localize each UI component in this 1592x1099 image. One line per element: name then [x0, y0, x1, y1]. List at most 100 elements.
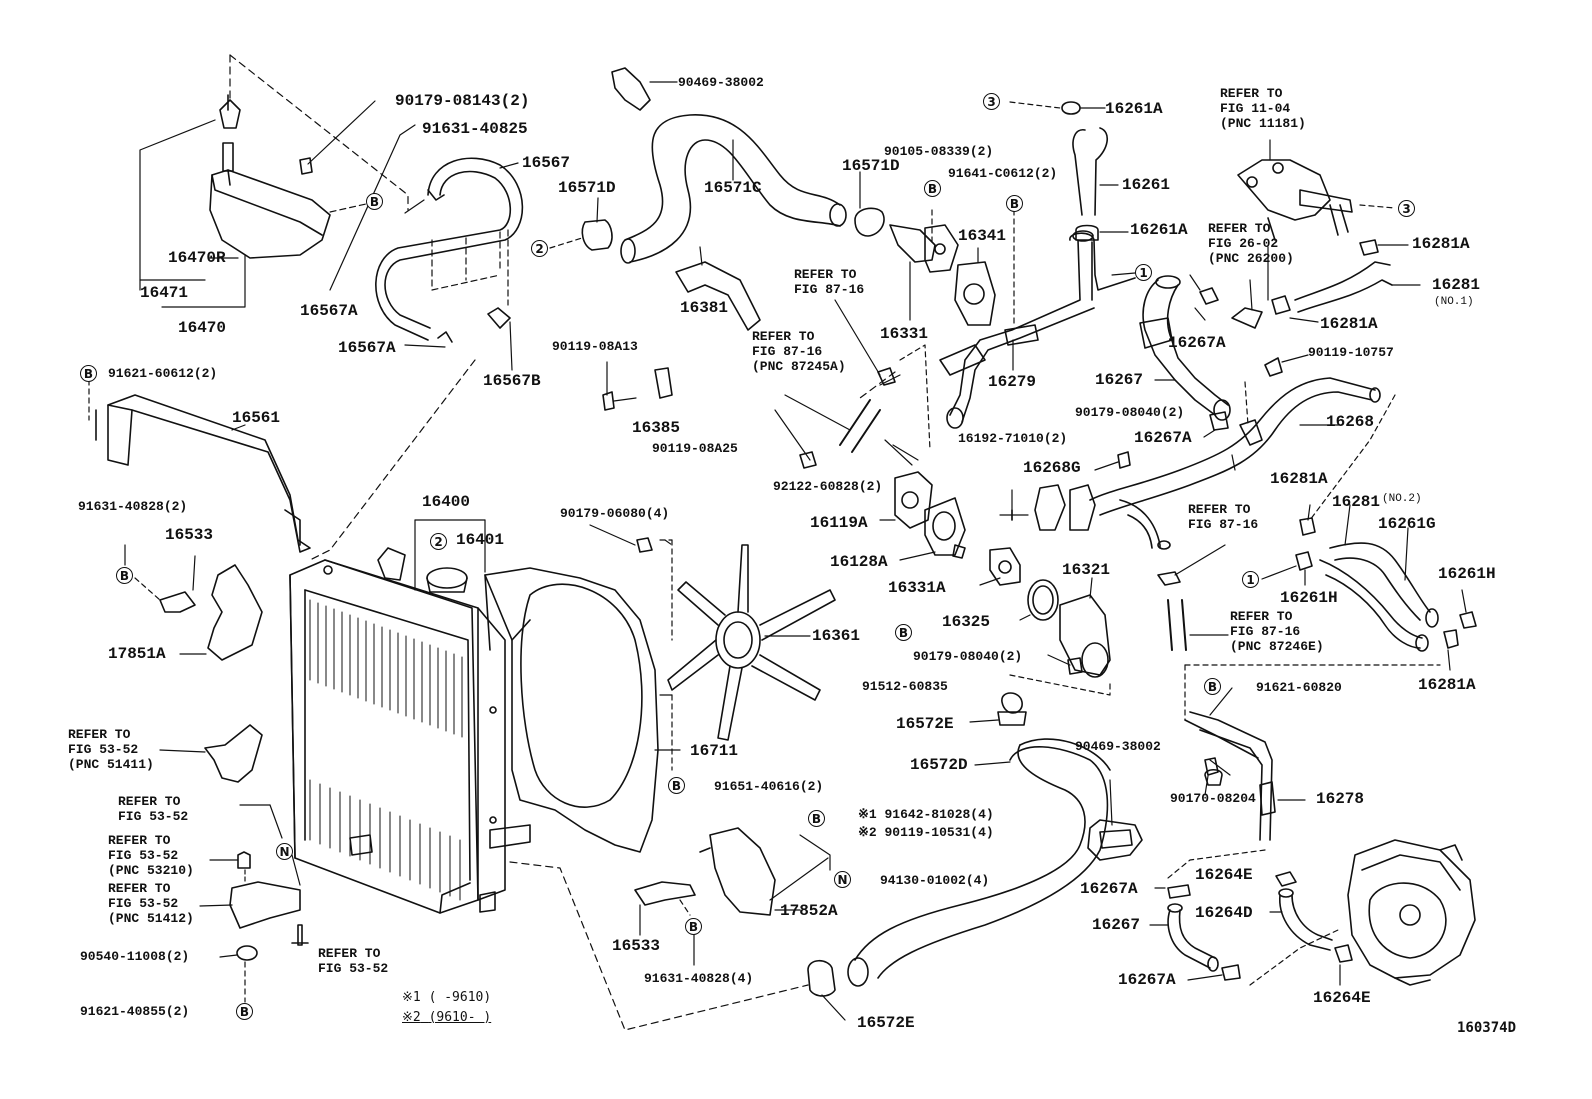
- refer-line: REFER TO: [118, 794, 181, 809]
- part-label: 16341: [958, 227, 1007, 245]
- refer-note: REFER TO FIG 87-16: [1188, 502, 1259, 533]
- dashed-outline-reservoir: [229, 54, 409, 211]
- part-label: 16281: [1432, 276, 1481, 294]
- part-label: 90179-06080(4): [560, 506, 670, 521]
- part-label: 16567A: [300, 302, 358, 320]
- part-label: 91621-40855(2): [80, 1004, 190, 1019]
- part-label: 91651-40616(2): [714, 779, 824, 794]
- part-label: 16267A: [1118, 971, 1176, 989]
- part-label: 16572E: [896, 715, 954, 733]
- part-label: 91621-60612(2): [108, 366, 218, 381]
- leader-support: [88, 379, 246, 431]
- part-label: 16711: [690, 742, 739, 760]
- part-label: 16278: [1316, 790, 1365, 808]
- refer-line: FIG 87-16: [794, 281, 865, 297]
- refer-line: FIG 87-16: [752, 343, 823, 359]
- refer-line: FIG 53-52: [68, 741, 139, 757]
- part-label: (NO.2): [1382, 493, 1422, 505]
- part-label: 16261: [1122, 176, 1171, 194]
- hose-16261-part: [1009, 101, 1129, 241]
- part-label: 16261H: [1438, 565, 1496, 583]
- part-label: 16268: [1326, 413, 1375, 431]
- lower-right-hoses: [1149, 839, 1476, 986]
- thermostat-housing-part: [879, 374, 1111, 696]
- refer-line: (PNC 53210): [108, 862, 194, 878]
- pipe-16278-part: [1167, 664, 1441, 879]
- refer-note: REFER TO FIG 53-52 (PNC 51411): [68, 727, 154, 773]
- part-label: 91631-40828(4): [644, 971, 754, 986]
- radiator-part: [289, 519, 506, 914]
- callout-mark-3: 3: [1398, 200, 1415, 217]
- part-label: 16281A: [1320, 315, 1378, 333]
- part-label: 16279: [988, 373, 1037, 391]
- part-label: ※2 90119-10531(4): [858, 825, 994, 840]
- part-label: 16261A: [1130, 221, 1188, 239]
- part-label: 17852A: [780, 902, 838, 920]
- part-label: 16264E: [1195, 866, 1253, 884]
- part-label: 16567A: [338, 339, 396, 357]
- refer-line: (PNC 87245A): [752, 358, 846, 374]
- refer-line: REFER TO: [1208, 221, 1271, 236]
- part-label: 91631-40828(2): [78, 499, 188, 514]
- part-label: 16361: [812, 627, 861, 645]
- part-label: 16281: [1332, 493, 1381, 511]
- callout-mark-n: N: [276, 843, 293, 860]
- callout-mark-b: B: [80, 365, 97, 382]
- part-label: 16267A: [1080, 880, 1138, 898]
- part-label: 16401: [456, 531, 505, 549]
- refer-line: FIG 87-16: [1188, 516, 1259, 532]
- part-label: 16470R: [168, 249, 226, 267]
- legend-row: ※1 ( -9610): [402, 988, 491, 1008]
- part-label: 16128A: [830, 553, 888, 571]
- bracket-16381-part: [602, 246, 931, 469]
- refer-line: (PNC 51412): [108, 910, 194, 926]
- refer-line: (PNC 26200): [1208, 250, 1294, 266]
- part-label: 91621-60820: [1256, 680, 1342, 695]
- refer-line: (PNC 51411): [68, 756, 154, 772]
- refer-note: REFER TO FIG 53-52 (PNC 51412): [108, 881, 194, 927]
- refer-note: REFER TO FIG 87-16: [794, 267, 865, 298]
- part-label: 16261H: [1280, 589, 1338, 607]
- pipe-16268-part: [1034, 354, 1396, 550]
- part-label: 16561: [232, 409, 281, 427]
- part-label: 16264E: [1313, 989, 1371, 1007]
- part-label: 16192-71010(2): [958, 431, 1068, 446]
- callout-mark-b: B: [808, 810, 825, 827]
- water-outlet-part: [889, 209, 996, 326]
- bracket-17851a-part: [124, 544, 263, 661]
- part-label: 16267: [1095, 371, 1144, 389]
- part-label: 90119-08A25: [652, 441, 738, 456]
- part-label: 90119-10757: [1308, 345, 1394, 360]
- refer-line: REFER TO: [1188, 502, 1251, 517]
- hose-16267-part: [1139, 274, 1263, 438]
- callout-mark-b: B: [895, 624, 912, 641]
- refer-note: REFER TO FIG 87-16 (PNC 87246E): [1230, 609, 1324, 655]
- overflow-hose-part: [375, 157, 524, 343]
- refer-line: REFER TO: [1220, 86, 1283, 101]
- refer-line: REFER TO: [68, 727, 131, 742]
- part-label: 92122-60828(2): [773, 479, 883, 494]
- callout-mark-3: 3: [983, 93, 1000, 110]
- part-label: 16571D: [558, 179, 616, 197]
- part-label: 90179-08040(2): [913, 649, 1023, 664]
- refer-line: FIG 53-52: [118, 808, 189, 824]
- refer-line: FIG 53-52: [318, 960, 389, 976]
- part-label: 90105-08339(2): [884, 144, 994, 159]
- leader-lines-hose: [329, 124, 519, 371]
- part-label: 91641-C0612(2): [948, 166, 1058, 181]
- part-label: 90469-38002: [678, 75, 764, 90]
- part-label: 16267: [1092, 916, 1141, 934]
- part-label: 90179-08040(2): [1075, 405, 1185, 420]
- refer-line: REFER TO: [1230, 609, 1293, 624]
- part-label: 16470: [178, 319, 227, 337]
- figure-id: 160374D: [1457, 1020, 1517, 1036]
- legend-mark: ※1: [402, 990, 421, 1005]
- part-label: 16567B: [483, 372, 541, 390]
- callout-mark-b: B: [1204, 678, 1221, 695]
- callout-mark-b: B: [116, 567, 133, 584]
- part-label: 16267A: [1134, 429, 1192, 447]
- refer-line: REFER TO: [794, 267, 857, 282]
- part-label: 16385: [632, 419, 681, 437]
- callout-mark-n: N: [834, 871, 851, 888]
